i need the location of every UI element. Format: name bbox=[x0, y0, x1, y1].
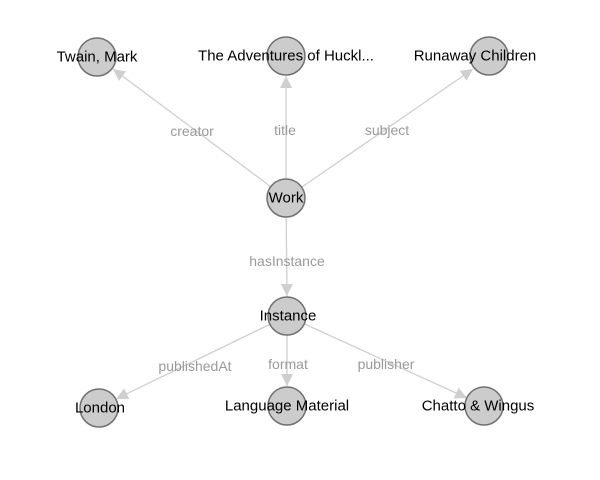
edge-label-hasinstance: hasInstance bbox=[249, 253, 325, 269]
node-language-material[interactable]: Language Material bbox=[225, 386, 349, 426]
edge-label-creator: creator bbox=[170, 123, 214, 139]
edge-label-subject: subject bbox=[365, 122, 409, 138]
edge-label-format: format bbox=[268, 356, 308, 372]
node-label: Runaway Children bbox=[414, 48, 537, 65]
node-label: Instance bbox=[260, 308, 317, 325]
edge-label-publisher: publisher bbox=[358, 356, 415, 372]
node-label: London bbox=[75, 400, 125, 417]
edge-subject[interactable] bbox=[285, 68, 474, 199]
edge-publisher[interactable] bbox=[286, 315, 468, 399]
node-runaway[interactable]: Runaway Children bbox=[414, 36, 537, 76]
edge-creator[interactable] bbox=[112, 68, 287, 199]
node-twain[interactable]: Twain, Mark bbox=[57, 37, 138, 77]
node-chatto[interactable]: Chatto & Wingus bbox=[422, 386, 535, 426]
node-label: Work bbox=[269, 190, 304, 207]
node-london[interactable]: London bbox=[75, 388, 125, 428]
node-work[interactable]: Work bbox=[266, 178, 306, 218]
edge-publishedat[interactable] bbox=[115, 315, 288, 400]
node-instance[interactable]: Instance bbox=[260, 296, 317, 336]
edge-label-title: title bbox=[274, 122, 296, 138]
node-label: Twain, Mark bbox=[57, 49, 138, 66]
node-label: Chatto & Wingus bbox=[422, 398, 535, 415]
node-title[interactable]: The Adventures of Huckl... bbox=[198, 36, 374, 76]
edge-label-publishedat: publishedAt bbox=[158, 358, 231, 374]
node-label: The Adventures of Huckl... bbox=[198, 48, 374, 65]
node-label: Language Material bbox=[225, 398, 349, 415]
